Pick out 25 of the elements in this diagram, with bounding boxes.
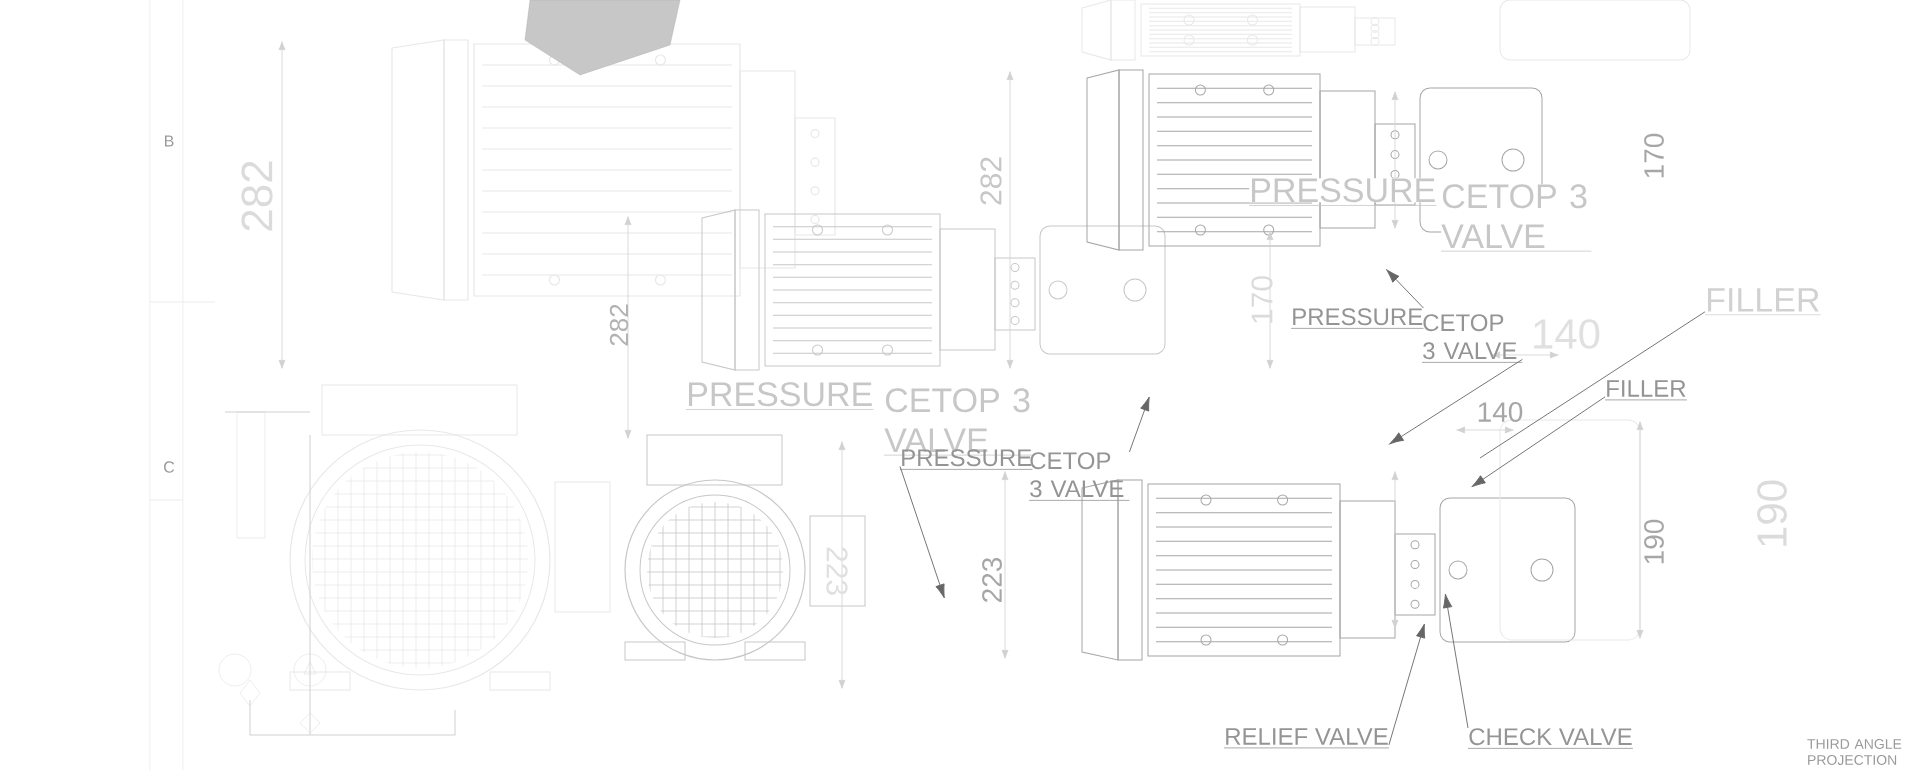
leader-line — [1128, 396, 1150, 453]
leader-line — [1388, 623, 1426, 746]
callout-label: CETOP 3 VALVE — [1421, 314, 1523, 363]
dimension-text: 170 — [1644, 133, 1664, 178]
leader-line — [1479, 311, 1706, 459]
leader-line — [899, 465, 945, 599]
dimension-text: 282 — [609, 304, 629, 346]
leader-line — [1386, 269, 1424, 309]
leader-line — [1442, 593, 1469, 729]
callout-label: PRESSURE — [1290, 308, 1424, 329]
leader-line — [1471, 396, 1606, 488]
callout-label: CETOP 3 VALVE — [1440, 184, 1592, 252]
callout-label: PRESSURE — [1248, 178, 1437, 206]
drawing-label: B — [165, 135, 174, 147]
callout-label: PRESSURE — [685, 382, 874, 410]
dimension-text: 282 — [980, 157, 1002, 205]
drawing-label: C — [164, 461, 175, 473]
callout-label: FILLER — [1604, 380, 1688, 401]
dimension-text: 190 — [1644, 519, 1664, 564]
leader-line — [1389, 358, 1523, 445]
dimension-text: 140 — [1478, 402, 1523, 422]
callout-label: RELIEF VALVE — [1223, 728, 1390, 749]
drawing-label: THIRD ANGLE PROJECTION — [1807, 739, 1902, 765]
callout-label: CHECK VALVE — [1467, 728, 1634, 749]
dimension-text: 223 — [982, 557, 1002, 602]
